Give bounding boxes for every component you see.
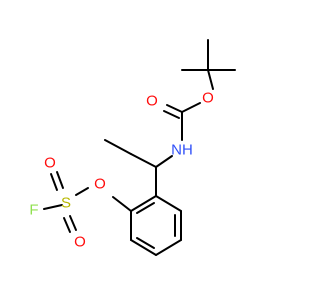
carbamate-group	[163, 102, 201, 141]
bond-sulfur-oxygen-bottom-a	[63, 217, 71, 233]
bond-nitrogen-chiral-carbon	[155, 155, 173, 168]
bond-ethyl-methyl	[104, 139, 132, 155]
ring-bond-4	[130, 239, 157, 256]
fluorine-label: F	[29, 202, 38, 219]
molecule-structure: O O NH O S O O F	[29, 39, 236, 256]
bond-sulfur-oxygen-top-b	[56, 171, 64, 189]
bond-sulfur-oxygen-top-a	[50, 173, 58, 191]
bond-sulfur-fluorine	[43, 204, 63, 210]
bond-carbonyl-double-b	[163, 110, 180, 119]
side-chain	[104, 139, 173, 197]
bond-carbonyl-double-a	[166, 104, 183, 113]
sulfur-label: S	[61, 195, 71, 212]
benzene-ring	[130, 195, 182, 256]
aryl-oxygen-label: O	[94, 176, 106, 193]
sulfonyl-oxygen-bottom-label: O	[74, 234, 86, 251]
tert-butyl-group	[181, 39, 236, 90]
fluorosulfonate-group	[43, 171, 132, 233]
ring-inner-double-3	[136, 202, 155, 214]
bond-oxygen-sulfur	[75, 187, 89, 196]
bond-quaternary-oxygen	[207, 69, 214, 90]
bond-oxygen-carbonyl-carbon	[181, 102, 201, 113]
sulfonyl-oxygen-top-label: O	[44, 155, 56, 172]
bond-chiral-ethyl-carbon	[130, 153, 157, 168]
ring-bond-6	[130, 195, 157, 212]
ring-inner-double-2	[136, 237, 155, 249]
bond-aryl-oxygen	[112, 196, 132, 212]
ring-bond-1	[155, 195, 182, 212]
amine-label: NH	[171, 142, 193, 159]
ester-oxygen-label: O	[202, 90, 214, 107]
carbonyl-oxygen-label: O	[146, 93, 158, 110]
bond-sulfur-oxygen-bottom-b	[69, 215, 77, 231]
ring-bond-3	[155, 239, 182, 256]
